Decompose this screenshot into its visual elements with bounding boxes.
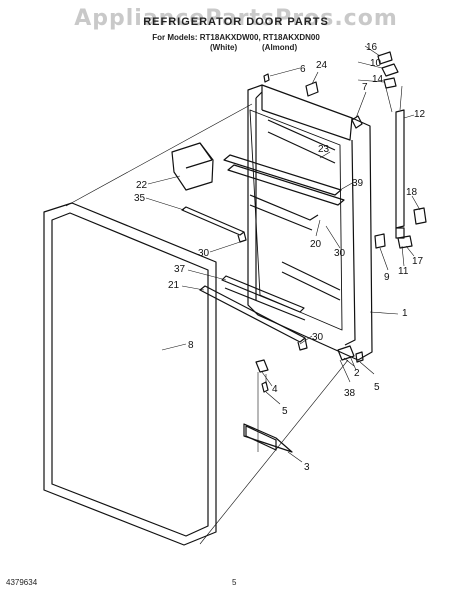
callout-label: 35 [134, 193, 146, 204]
variant-almond-label: (Almond) [262, 43, 298, 52]
callout-label: 37 [174, 264, 186, 275]
door-rail-upper-part [223, 154, 342, 196]
callout-label: 1 [402, 308, 408, 319]
callout-labels: 6 24 16 10 14 7 12 23 39 22 35 18 20 30 … [134, 42, 426, 473]
callout-label: 16 [366, 42, 378, 53]
handle-tube-part [395, 109, 405, 229]
callout-label: 5 [282, 406, 288, 417]
callout-label: 21 [168, 280, 180, 291]
callout-label: 5 [374, 382, 380, 393]
page-number: 5 [232, 578, 237, 587]
callout-label: 4 [272, 384, 278, 395]
diagram-title: REFRIGERATOR DOOR PARTS [143, 16, 329, 28]
watermark-text: AppliancePartsPros.com [74, 6, 398, 31]
callout-label: 30 [334, 248, 346, 259]
callout-label: 2 [354, 368, 360, 379]
door-gasket-part [43, 202, 217, 546]
callout-label: 14 [372, 74, 384, 85]
callout-label: 38 [344, 388, 356, 399]
callout-label: 10 [370, 58, 382, 69]
door-inner-panel-part [247, 84, 373, 361]
callout-label: 24 [316, 60, 328, 71]
callout-label: 7 [362, 82, 368, 93]
callout-label: 17 [412, 256, 424, 267]
callout-label: 20 [310, 239, 322, 250]
callout-label: 30 [198, 248, 210, 259]
callout-label: 8 [188, 340, 194, 351]
callout-label: 12 [414, 109, 426, 120]
callout-label: 30 [312, 332, 324, 343]
door-rail-small-part [181, 206, 245, 236]
callout-label: 18 [406, 187, 418, 198]
variant-white-label: (White) [210, 43, 238, 52]
door-rail-lower-part [221, 275, 305, 313]
callout-label: 22 [136, 180, 148, 191]
callout-label: 39 [352, 178, 364, 189]
callout-label: 23 [318, 144, 330, 155]
callout-label: 6 [300, 64, 306, 75]
callout-label: 9 [384, 272, 390, 283]
toe-grille-part [243, 423, 293, 453]
document-number: 4379634 [6, 578, 38, 587]
hinge-pin-part [377, 51, 393, 65]
callout-label: 3 [304, 462, 310, 473]
callout-label: 11 [398, 266, 409, 277]
models-line: For Models: RT18AKXDW00, RT18AKXDN00 [152, 33, 320, 42]
